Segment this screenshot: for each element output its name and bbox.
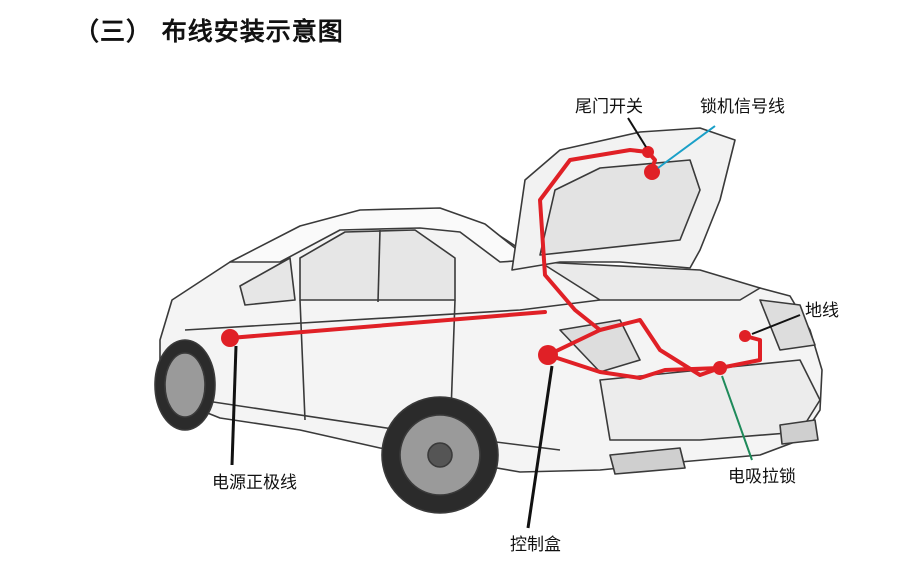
front-wheel xyxy=(154,339,216,431)
electric-lock-leader xyxy=(721,375,753,461)
control-box-leader xyxy=(526,365,554,529)
wiring-harness xyxy=(228,148,762,380)
tailgate-inner xyxy=(539,159,701,256)
control-box-label: 控制盒 xyxy=(510,535,561,555)
trunk-opening xyxy=(539,261,761,301)
rear-wheel xyxy=(381,396,499,514)
ground-label: 地线 xyxy=(805,301,839,321)
lock-signal-leader xyxy=(657,125,716,169)
tailgate-wire xyxy=(546,318,762,377)
power-positive-leader xyxy=(230,345,238,466)
tail-switch-point xyxy=(642,146,654,158)
lock-signal-point xyxy=(644,164,660,180)
electric-lock-label: 电吸拉锁 xyxy=(728,467,796,487)
power-positive-wire xyxy=(228,310,547,340)
page-title: （三） 布线安装示意图 xyxy=(74,17,344,46)
lock-branch-wire xyxy=(546,353,722,380)
ground-leader xyxy=(751,314,801,335)
tail-switch-leader xyxy=(627,117,647,148)
connection-points xyxy=(221,146,751,375)
window-pillar xyxy=(377,229,381,303)
car-illustration xyxy=(154,127,823,514)
tail-light-left xyxy=(559,319,641,373)
leader-lines xyxy=(230,117,801,529)
power-positive-label: 电源正极线 xyxy=(212,473,297,493)
power-positive-point xyxy=(221,329,239,347)
tail-light-right xyxy=(759,299,816,351)
control-box-point xyxy=(538,345,558,365)
lock-signal-label: 锁机信号线 xyxy=(700,97,785,117)
ground-point xyxy=(739,330,751,342)
tail-switch-label: 尾门开关 xyxy=(575,97,643,117)
tailgate-hinge-wire xyxy=(538,148,650,332)
electric-lock-point xyxy=(713,361,727,375)
exhaust-right xyxy=(779,419,819,445)
exhaust xyxy=(609,447,686,475)
belt-line xyxy=(184,299,601,331)
front-window xyxy=(239,257,296,306)
